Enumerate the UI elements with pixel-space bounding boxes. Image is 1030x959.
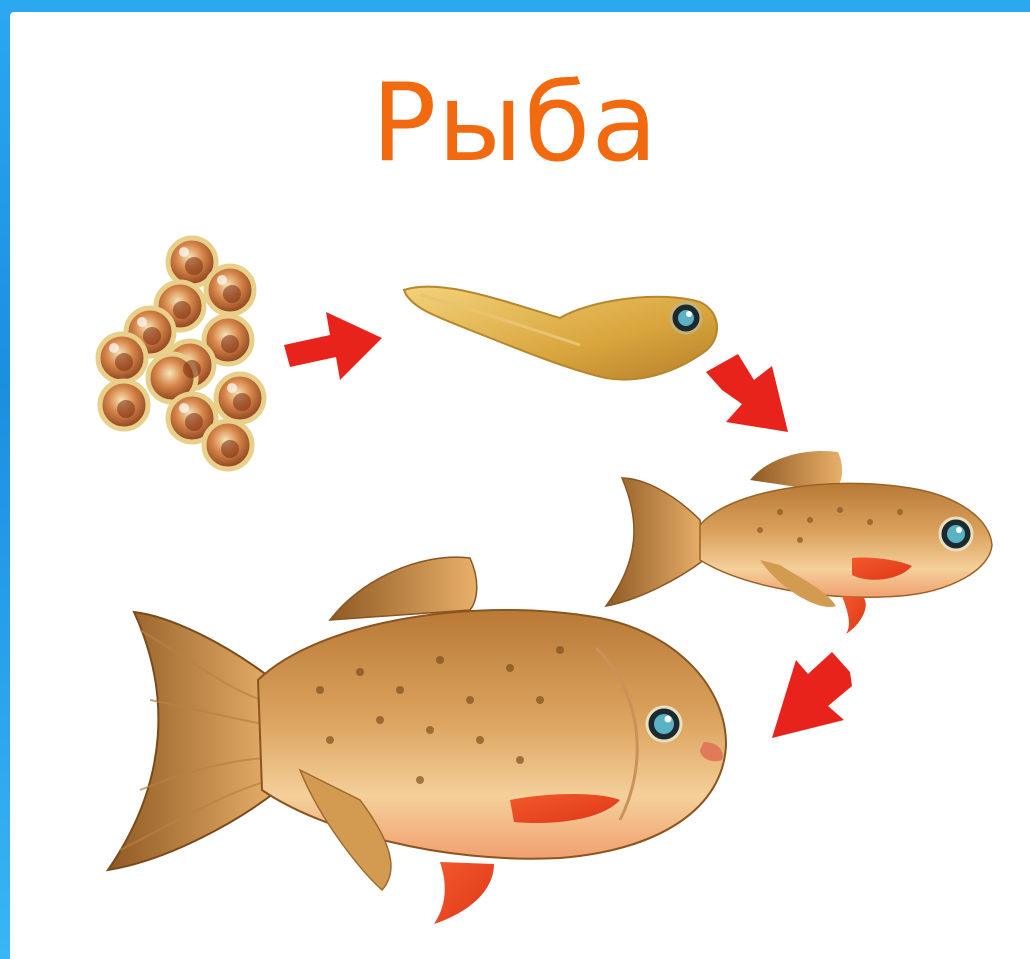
arrow-down-left-icon [772,652,852,738]
fish-larva-icon [404,287,717,380]
adult-fish-icon [108,557,726,924]
arrow-right-icon [284,312,382,380]
juvenile-fish-icon [606,451,992,634]
arrow-down-right-icon [706,354,788,432]
fish-eggs-icon [98,238,264,469]
